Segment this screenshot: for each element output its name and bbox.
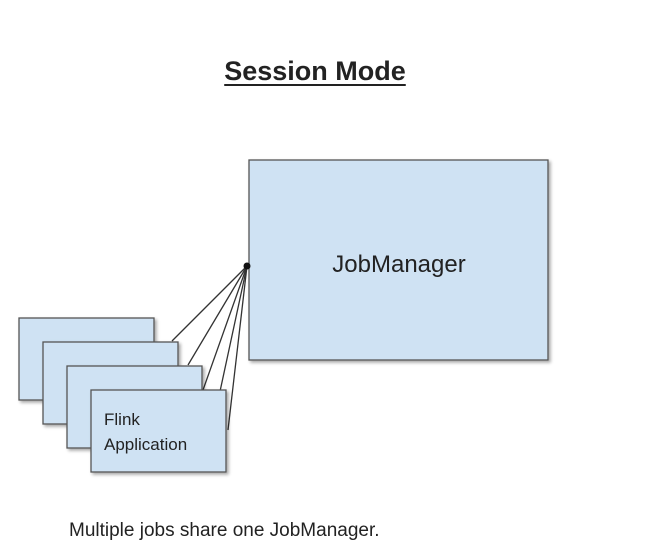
connector-lines (171, 265, 248, 431)
connector-line-app-4 (215, 265, 248, 411)
connector-line-app-5 (227, 265, 248, 431)
connector-line-app-3 (202, 265, 248, 391)
application-label-line1: Flink (104, 410, 140, 429)
connection-point (243, 262, 251, 270)
job-manager: JobManager (248, 159, 549, 361)
application-stack: Flink Application (18, 317, 227, 473)
application-label-line2: Application (104, 435, 187, 454)
job-manager-label: JobManager (332, 251, 465, 278)
application-box-front (90, 389, 227, 473)
diagram-caption: Multiple jobs share one JobManager. (69, 520, 380, 541)
connector-line-app-1 (171, 265, 248, 342)
diagram-title: Session Mode (224, 56, 406, 86)
job-manager-box (248, 159, 549, 361)
connector-line-app-2 (187, 265, 248, 366)
